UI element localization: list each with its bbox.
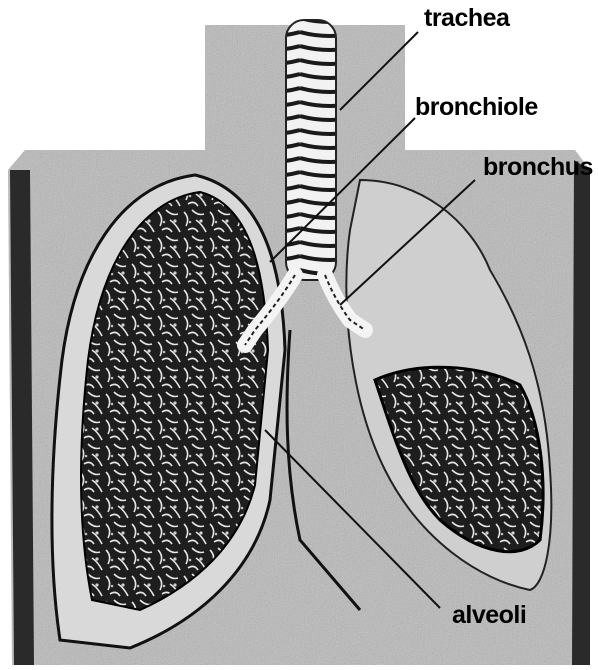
torso-left-edge <box>10 170 34 665</box>
torso-right-edge <box>572 160 590 665</box>
trachea <box>286 20 336 280</box>
alveoli-label: alveoli <box>452 601 526 629</box>
bronchiole-label: bronchiole <box>415 93 538 121</box>
trachea-label: trachea <box>424 4 511 32</box>
bronchus-label: bronchus <box>483 153 593 181</box>
